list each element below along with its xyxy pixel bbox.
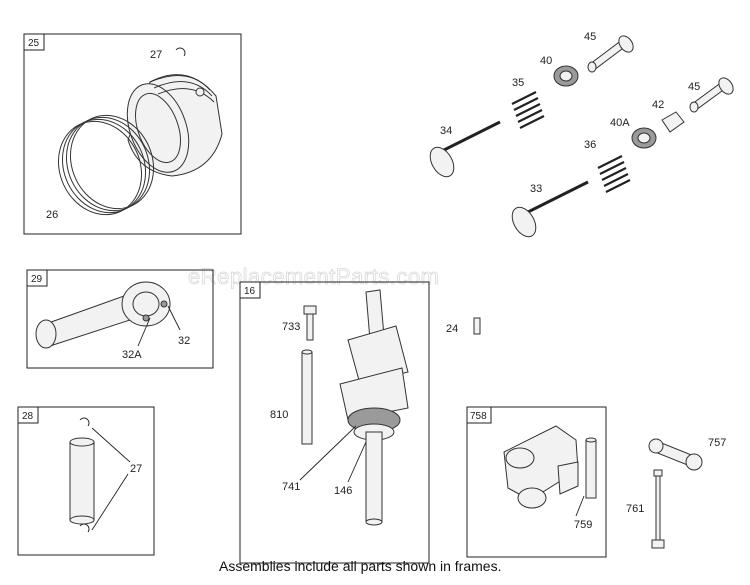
label-810: 810 (270, 409, 288, 421)
label-40A: 40A (610, 117, 630, 129)
label-24: 24 (446, 323, 458, 335)
leader-741 (299, 425, 357, 481)
piston-rings-part (57, 114, 155, 216)
label-761: 761 (626, 503, 644, 515)
label-40: 40 (540, 55, 552, 67)
label-45-lower: 45 (688, 81, 700, 93)
link-757-part (648, 438, 703, 471)
frame-25-piston-assembly: 25 27 26 (23, 33, 242, 235)
bolt-733-part (303, 305, 317, 341)
tappet-45-lower-part (689, 77, 734, 113)
piston-pin-part (69, 437, 95, 525)
frame-16-tag (239, 281, 261, 299)
frame-29-connecting-rod-assembly: 29 32A 32 (26, 269, 214, 369)
label-759: 759 (574, 519, 592, 531)
leader-27-upper (91, 427, 131, 463)
frame-758-border (466, 406, 607, 558)
frame-28-tag (17, 406, 39, 424)
leader-27-lower (91, 473, 129, 531)
leader-146 (347, 441, 367, 483)
caption: Assemblies include all parts shown in fr… (219, 558, 501, 574)
frame-28-border (17, 406, 155, 556)
piston-part (126, 74, 223, 177)
frame-29-border (26, 269, 214, 369)
valve-34-part (429, 120, 501, 178)
label-27-clip: 27 (150, 49, 162, 61)
rod-810-part (301, 349, 313, 445)
frame-25-number: 25 (28, 38, 40, 49)
label-741: 741 (282, 481, 300, 493)
frame-29-tag (26, 269, 48, 287)
leader-32 (167, 305, 181, 331)
label-45-upper: 45 (584, 31, 596, 43)
label-33: 33 (530, 183, 542, 195)
frame-758-number: 758 (470, 411, 487, 422)
label-36: 36 (584, 139, 596, 151)
valve-keeper-42-part (661, 111, 685, 133)
valve-retainer-40-part (553, 65, 579, 87)
label-32A: 32A (122, 349, 142, 361)
frame-29-number: 29 (31, 274, 43, 285)
valve-spring-35-part (511, 91, 545, 129)
frame-16-number: 16 (244, 286, 256, 297)
piston-pin-clip-part (175, 47, 186, 57)
tappet-45-upper-part (587, 35, 634, 73)
dowel-pin-24-part (473, 317, 481, 335)
label-146: 146 (334, 485, 352, 497)
valve-retainer-40A-part (631, 127, 657, 149)
label-35: 35 (512, 77, 524, 89)
bracket-part (503, 425, 579, 509)
pin-clip-upper-part (79, 417, 90, 427)
frame-758-bracket-assembly: 758 759 (466, 406, 607, 558)
valve-train-group: 45 40 35 34 42 45 40A 36 33 (429, 31, 734, 238)
label-42: 42 (652, 99, 664, 111)
label-26-rings: 26 (46, 209, 58, 221)
frame-25-border (23, 33, 242, 235)
frame-16-border (239, 281, 430, 564)
frame-25-tag (23, 33, 45, 51)
label-34: 34 (440, 125, 452, 137)
label-27-pin-clips: 27 (130, 463, 142, 475)
crankshaft-part (339, 289, 409, 526)
valve-spring-36-part (597, 155, 631, 193)
label-757: 757 (708, 437, 726, 449)
watermark: eReplacementParts.com (188, 264, 439, 289)
label-733: 733 (282, 321, 300, 333)
connecting-rod-part (35, 281, 171, 349)
pin-clip-lower-part (79, 523, 90, 533)
valve-33-part (511, 180, 589, 238)
leader-32A (137, 317, 151, 347)
bolt-761-part (651, 469, 665, 549)
frame-758-tag (466, 406, 492, 424)
label-32: 32 (178, 335, 190, 347)
frame-16-crankshaft-assembly: 16 733 810 741 146 (239, 281, 430, 564)
frame-28-number: 28 (22, 411, 34, 422)
frame-28-piston-pin-assembly: 28 27 (17, 406, 155, 556)
leader-759 (575, 495, 585, 517)
pin-759-part (585, 437, 597, 499)
